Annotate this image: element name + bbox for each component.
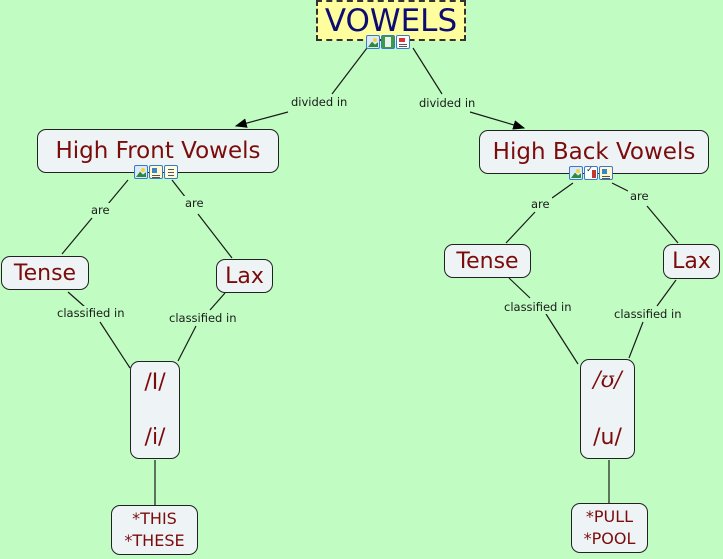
node-front-tense[interactable]: Tense xyxy=(1,256,89,290)
node-high-front-vowels[interactable]: High Front Vowels xyxy=(37,129,279,173)
node-front-examples[interactable]: *THIS *THESE xyxy=(111,505,198,555)
node-back-lax[interactable]: Lax xyxy=(663,244,720,279)
link-label-classified-in: classified in xyxy=(502,300,574,314)
link-label-are: are xyxy=(529,197,552,211)
node-label: High Front Vowels xyxy=(55,138,261,164)
image-icon[interactable] xyxy=(569,166,583,180)
example-word: *THIS xyxy=(132,509,177,528)
document-icon[interactable] xyxy=(396,35,410,49)
root-resource-icons xyxy=(366,35,410,49)
picture-document-icon[interactable] xyxy=(599,166,613,180)
front-resource-icons xyxy=(134,165,178,179)
node-front-lax[interactable]: Lax xyxy=(216,259,273,293)
root-node-vowels[interactable]: VOWELS xyxy=(316,0,466,41)
node-high-back-vowels[interactable]: High Back Vowels xyxy=(479,130,709,174)
link-label-classified-in: classified in xyxy=(167,311,239,325)
node-label: High Back Vowels xyxy=(492,139,696,165)
video-icon[interactable] xyxy=(381,35,395,49)
phoneme-tense: /u/ xyxy=(593,425,622,450)
node-label: Tense xyxy=(456,248,519,274)
link-label-classified-in: classified in xyxy=(55,306,127,320)
node-label: Lax xyxy=(672,249,711,274)
phoneme-lax: /I/ xyxy=(144,370,166,395)
example-word: *PULL xyxy=(585,507,634,526)
root-label: VOWELS xyxy=(324,2,458,39)
phoneme-tense: /i/ xyxy=(144,425,166,450)
link-label-classified-in: classified in xyxy=(612,307,684,321)
example-word: *THESE xyxy=(124,531,185,550)
example-word: *POOL xyxy=(583,529,636,548)
image-icon[interactable] xyxy=(366,35,380,49)
link-label-are: are xyxy=(628,189,651,203)
link-label-are: are xyxy=(89,203,112,217)
node-label: Tense xyxy=(13,260,77,286)
checklist-icon[interactable] xyxy=(584,166,598,180)
text-document-icon[interactable] xyxy=(164,165,178,179)
node-back-examples[interactable]: *PULL *POOL xyxy=(571,503,648,553)
node-label: Lax xyxy=(225,263,264,289)
node-back-phonemes[interactable]: /ʊ/ /u/ xyxy=(580,359,635,459)
picture-document-icon[interactable] xyxy=(149,165,163,179)
link-label-are: are xyxy=(183,196,206,210)
node-front-phonemes[interactable]: /I/ /i/ xyxy=(130,361,180,459)
link-label-divided-in-left: divided in xyxy=(289,95,350,109)
link-label-divided-in-right: divided in xyxy=(417,96,478,110)
phoneme-lax: /ʊ/ xyxy=(593,368,622,393)
node-back-tense[interactable]: Tense xyxy=(444,244,531,278)
back-resource-icons xyxy=(569,166,613,180)
image-icon[interactable] xyxy=(134,165,148,179)
